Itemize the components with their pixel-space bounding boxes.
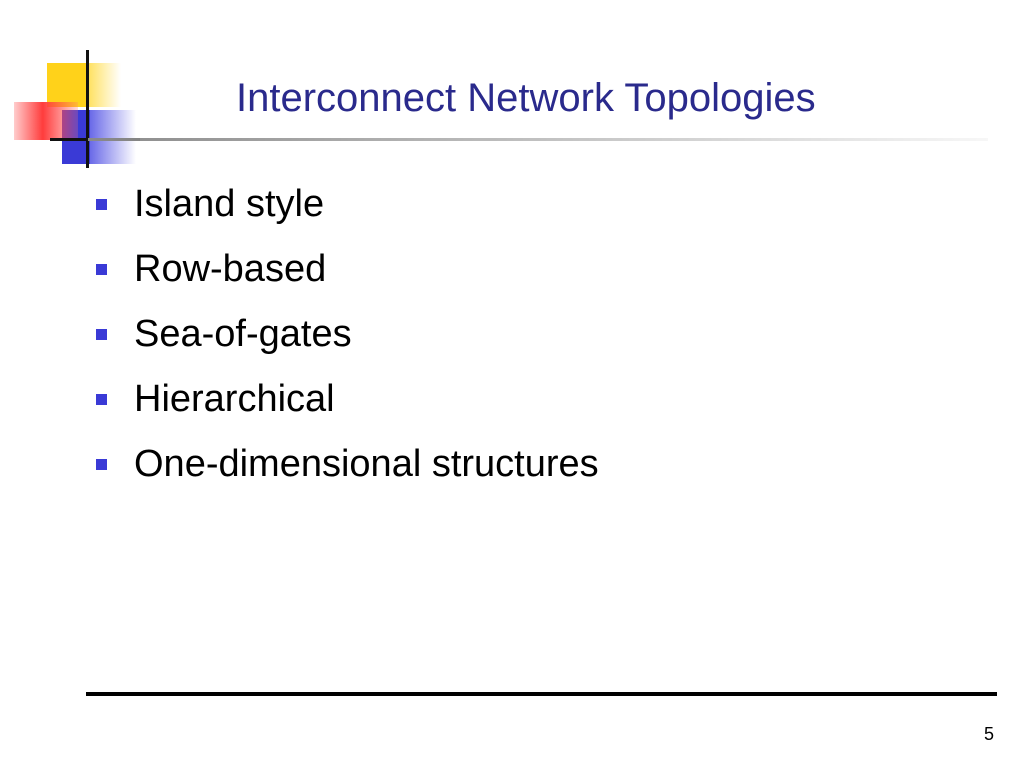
footer-divider: [86, 692, 997, 696]
bullet-text: Row-based: [134, 248, 327, 290]
logo-red-square: [14, 102, 78, 140]
bullet-text: Island style: [134, 183, 325, 225]
bullet-item: Row-based: [96, 237, 599, 302]
square-bullet-icon: [96, 264, 107, 275]
bullet-item: One-dimensional structures: [96, 432, 599, 497]
logo-yellow-square: [47, 63, 87, 107]
decorative-squares-logo-icon: [0, 0, 150, 170]
square-bullet-icon: [96, 459, 107, 470]
slide-title: Interconnect Network Topologies: [236, 76, 816, 120]
bullet-text: Hierarchical: [134, 378, 335, 420]
square-bullet-icon: [96, 394, 107, 405]
title-divider: [88, 138, 988, 141]
logo-blue-fade: [90, 110, 136, 164]
bullet-item: Island style: [96, 172, 599, 237]
logo-vertical-line: [86, 50, 89, 168]
page-number: 5: [983, 724, 994, 744]
logo-yellow-fade: [87, 63, 121, 107]
bullet-text: Sea-of-gates: [134, 313, 352, 355]
bullet-item: Sea-of-gates: [96, 302, 599, 367]
bullet-text: One-dimensional structures: [134, 443, 599, 485]
square-bullet-icon: [96, 199, 107, 210]
bullet-item: Hierarchical: [96, 367, 599, 432]
bullet-list: Island style Row-based Sea-of-gates Hier…: [96, 172, 599, 497]
square-bullet-icon: [96, 329, 107, 340]
